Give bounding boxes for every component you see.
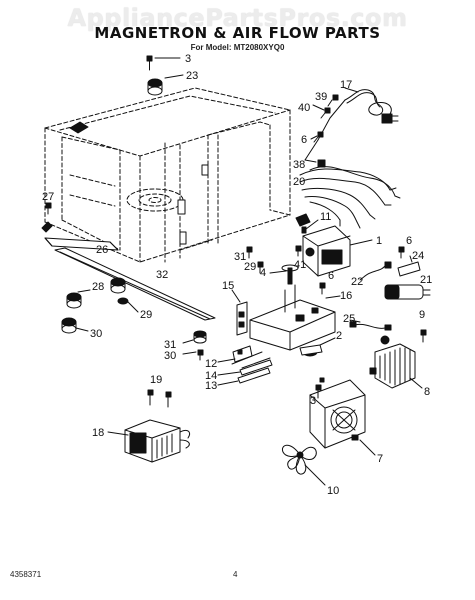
screw-6-top — [310, 131, 324, 143]
fan-motor-8 — [369, 335, 423, 389]
page-title: MAGNETRON & AIR FLOW PARTS — [94, 24, 381, 42]
callout-26: 26 — [96, 244, 108, 256]
callout-38: 38 — [293, 159, 305, 171]
callout-29-upper: 29 — [244, 261, 256, 273]
thermostat-2 — [299, 337, 336, 357]
callout-14: 14 — [205, 370, 217, 382]
callout-23: 23 — [186, 70, 198, 82]
oven-cavity-drawing — [44, 87, 291, 263]
watermark: AppliancePartsPros.com — [67, 4, 408, 32]
screw-19-left — [147, 389, 154, 406]
callout-12: 12 — [205, 358, 217, 370]
callout-6-top: 6 — [301, 134, 307, 146]
switch-bracket — [217, 345, 273, 386]
callout-32: 32 — [156, 269, 168, 281]
foot-28-right — [110, 277, 126, 294]
callout-20: 20 — [293, 176, 305, 188]
callout-9: 9 — [419, 309, 425, 321]
grommet-23 — [147, 74, 184, 96]
callout-41: 41 — [294, 259, 306, 271]
capacitor-bracket-24 — [397, 255, 421, 277]
page-number: 4 — [233, 570, 238, 579]
callout-16: 16 — [340, 290, 352, 302]
top-screw-3 — [146, 55, 181, 71]
callout-21: 21 — [420, 274, 432, 286]
callout-19: 19 — [150, 374, 162, 386]
screw-39 — [327, 94, 339, 107]
fan-blade-10 — [281, 444, 326, 486]
bracket-15 — [231, 289, 248, 336]
screw-31 — [246, 246, 253, 259]
callout-4: 4 — [260, 267, 266, 279]
callout-8: 8 — [424, 386, 430, 398]
shaft-4 — [269, 264, 299, 285]
fan-housing-7 — [309, 379, 376, 456]
foot-30 — [61, 317, 89, 334]
callout-31-lower: 31 — [164, 339, 176, 351]
callout-6-right: 6 — [406, 235, 412, 247]
screw-3-fan — [315, 377, 325, 399]
callout-25: 25 — [343, 313, 355, 325]
diode-22 — [359, 261, 392, 281]
screw-41 — [295, 245, 302, 257]
bottom-rail-32 — [54, 247, 216, 321]
callout-7: 7 — [377, 453, 383, 465]
callout-11: 11 — [320, 211, 331, 223]
callout-22: 22 — [351, 276, 363, 288]
callout-2: 2 — [336, 330, 342, 342]
document-code: 4358371 — [10, 570, 42, 579]
callout-31-upper: 31 — [234, 251, 246, 263]
callout-30-upper: 30 — [90, 328, 102, 340]
callout-40: 40 — [298, 102, 310, 114]
door-bracket-26 — [44, 237, 119, 251]
callout-17: 17 — [340, 79, 352, 91]
screw-9 — [420, 329, 427, 343]
callout-30-lower: 30 — [164, 350, 176, 362]
callout-numbers: 3 23 17 39 40 6 38 20 27 11 1 6 24 22 21… — [42, 53, 432, 497]
callout-3-fan: 3 — [310, 395, 316, 407]
callout-28: 28 — [92, 281, 104, 293]
foot-28-screw — [117, 297, 139, 313]
grommet-31 — [182, 330, 207, 344]
callout-6-mid: 6 — [328, 270, 334, 282]
air-duct-16 — [249, 284, 341, 351]
screw-40 — [312, 104, 331, 119]
model-subtitle: For Model: MT2080XYQ0 — [190, 43, 285, 52]
screw-19-right — [165, 391, 172, 408]
screw-6-mid — [319, 282, 326, 295]
callout-10: 10 — [327, 485, 339, 497]
transformer-18 — [107, 419, 191, 463]
callout-29-lower: 29 — [140, 309, 152, 321]
power-cord-17 — [304, 87, 399, 161]
screw-29-upper — [257, 261, 264, 274]
callout-18: 18 — [92, 427, 104, 439]
callout-1: 1 — [376, 235, 382, 247]
callout-3-top: 3 — [185, 53, 191, 65]
callout-27: 27 — [42, 191, 54, 203]
sensor-25 — [349, 319, 392, 331]
wire-harness-20 — [299, 159, 401, 229]
callout-39: 39 — [315, 91, 327, 103]
callout-15: 15 — [222, 280, 234, 292]
screw-30-lower — [182, 349, 204, 361]
foot-28-left — [66, 292, 82, 309]
latch-27 — [41, 202, 53, 233]
magnetron-1 — [302, 225, 373, 277]
callout-24: 24 — [412, 250, 424, 262]
callout-13: 13 — [205, 380, 217, 392]
thermal-cutout-11 — [295, 213, 319, 234]
screw-6-right — [398, 246, 405, 259]
capacitor-21 — [384, 284, 431, 300]
